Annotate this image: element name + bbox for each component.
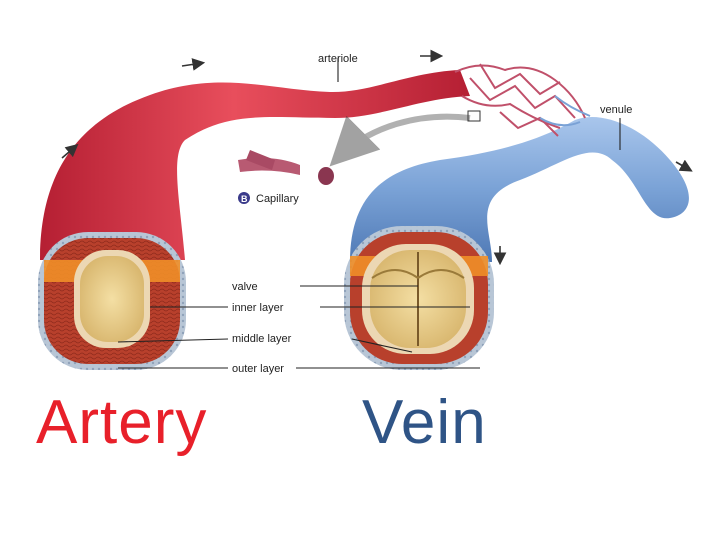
- valve-label: valve: [232, 281, 258, 293]
- callout-arrow: [329, 113, 471, 167]
- venule-label: venule: [600, 104, 632, 116]
- capillary-badge: [238, 192, 250, 204]
- outer-layer-label: outer layer: [232, 363, 284, 375]
- middle-layer-label: middle layer: [232, 333, 292, 345]
- vein-cross-section: [344, 226, 494, 370]
- artery-tube: [40, 70, 470, 260]
- flow-arrows: [61, 49, 693, 266]
- capillary-label: Capillary: [256, 193, 299, 205]
- capillary-inset: [238, 150, 334, 185]
- leader-lines: [117, 58, 621, 369]
- vein-tube: [350, 116, 689, 263]
- capillary-venous-side: [539, 95, 591, 127]
- artery-title: Artery: [36, 388, 208, 457]
- inner-layer-label: inner layer: [232, 302, 284, 314]
- arteriole-label: arteriole: [318, 53, 358, 65]
- vein-title: Vein: [362, 388, 487, 457]
- artery-cross-section: [38, 232, 186, 370]
- capillary-badge-letter: B: [241, 194, 248, 204]
- capillary-highlight-box: [467, 110, 481, 122]
